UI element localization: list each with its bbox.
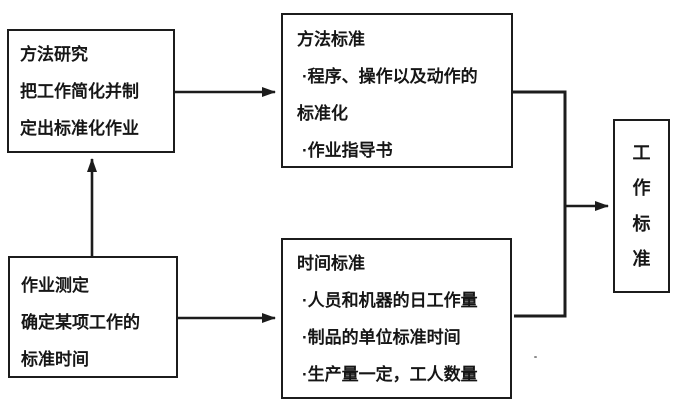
text-line: ·作业指导书 xyxy=(302,141,393,160)
text-line: ·程序、操作以及动作的 xyxy=(302,67,478,86)
text-line: 工 xyxy=(632,142,651,163)
text-line: 标准时间 xyxy=(21,350,89,369)
text-line: 标准化 xyxy=(297,104,348,123)
text-line: ·生产量一定，工人数量 xyxy=(302,365,478,384)
text-line: ·制品的单位标准时间 xyxy=(302,328,461,347)
box-method-standard: 方法标准 ·程序、操作以及动作的标准化 ·作业指导书 xyxy=(281,13,513,168)
box-method-study: 方法研究 把工作简化并制定出标准化作业 xyxy=(7,29,175,153)
text-line: 确定某项工作的 xyxy=(21,313,140,332)
box-work-measurement: 作业测定 确定某项工作的标准时间 xyxy=(8,256,178,378)
box-time-standard: 时间标准 ·人员和机器的日工作量 ·制品的单位标准时间 ·生产量一定，工人数量 xyxy=(281,238,512,399)
text-line: 作 xyxy=(632,178,651,199)
text-line: 定出标准化作业 xyxy=(20,119,139,138)
box-title: 方法标准 xyxy=(297,30,365,49)
box-title: 方法研究 xyxy=(20,45,88,64)
box-body: 把工作简化并制定出标准化作业 xyxy=(20,73,173,147)
text-line: 标 xyxy=(632,213,651,234)
box-body: ·程序、操作以及动作的标准化 ·作业指导书 xyxy=(297,58,511,169)
box-body: ·人员和机器的日工作量 ·制品的单位标准时间 ·生产量一定，工人数量 xyxy=(297,282,510,393)
text-line: 把工作简化并制 xyxy=(20,82,139,101)
text-line: ·人员和机器的日工作量 xyxy=(302,291,478,310)
scan-speck xyxy=(534,356,537,358)
text-line: 准 xyxy=(632,249,651,270)
box-body: 确定某项工作的标准时间 xyxy=(21,304,176,378)
box-title: 作业测定 xyxy=(21,276,89,295)
box-title: 时间标准 xyxy=(297,254,365,273)
box-work-standard: 工作标准 xyxy=(613,119,670,293)
bracket-connector xyxy=(513,90,567,318)
